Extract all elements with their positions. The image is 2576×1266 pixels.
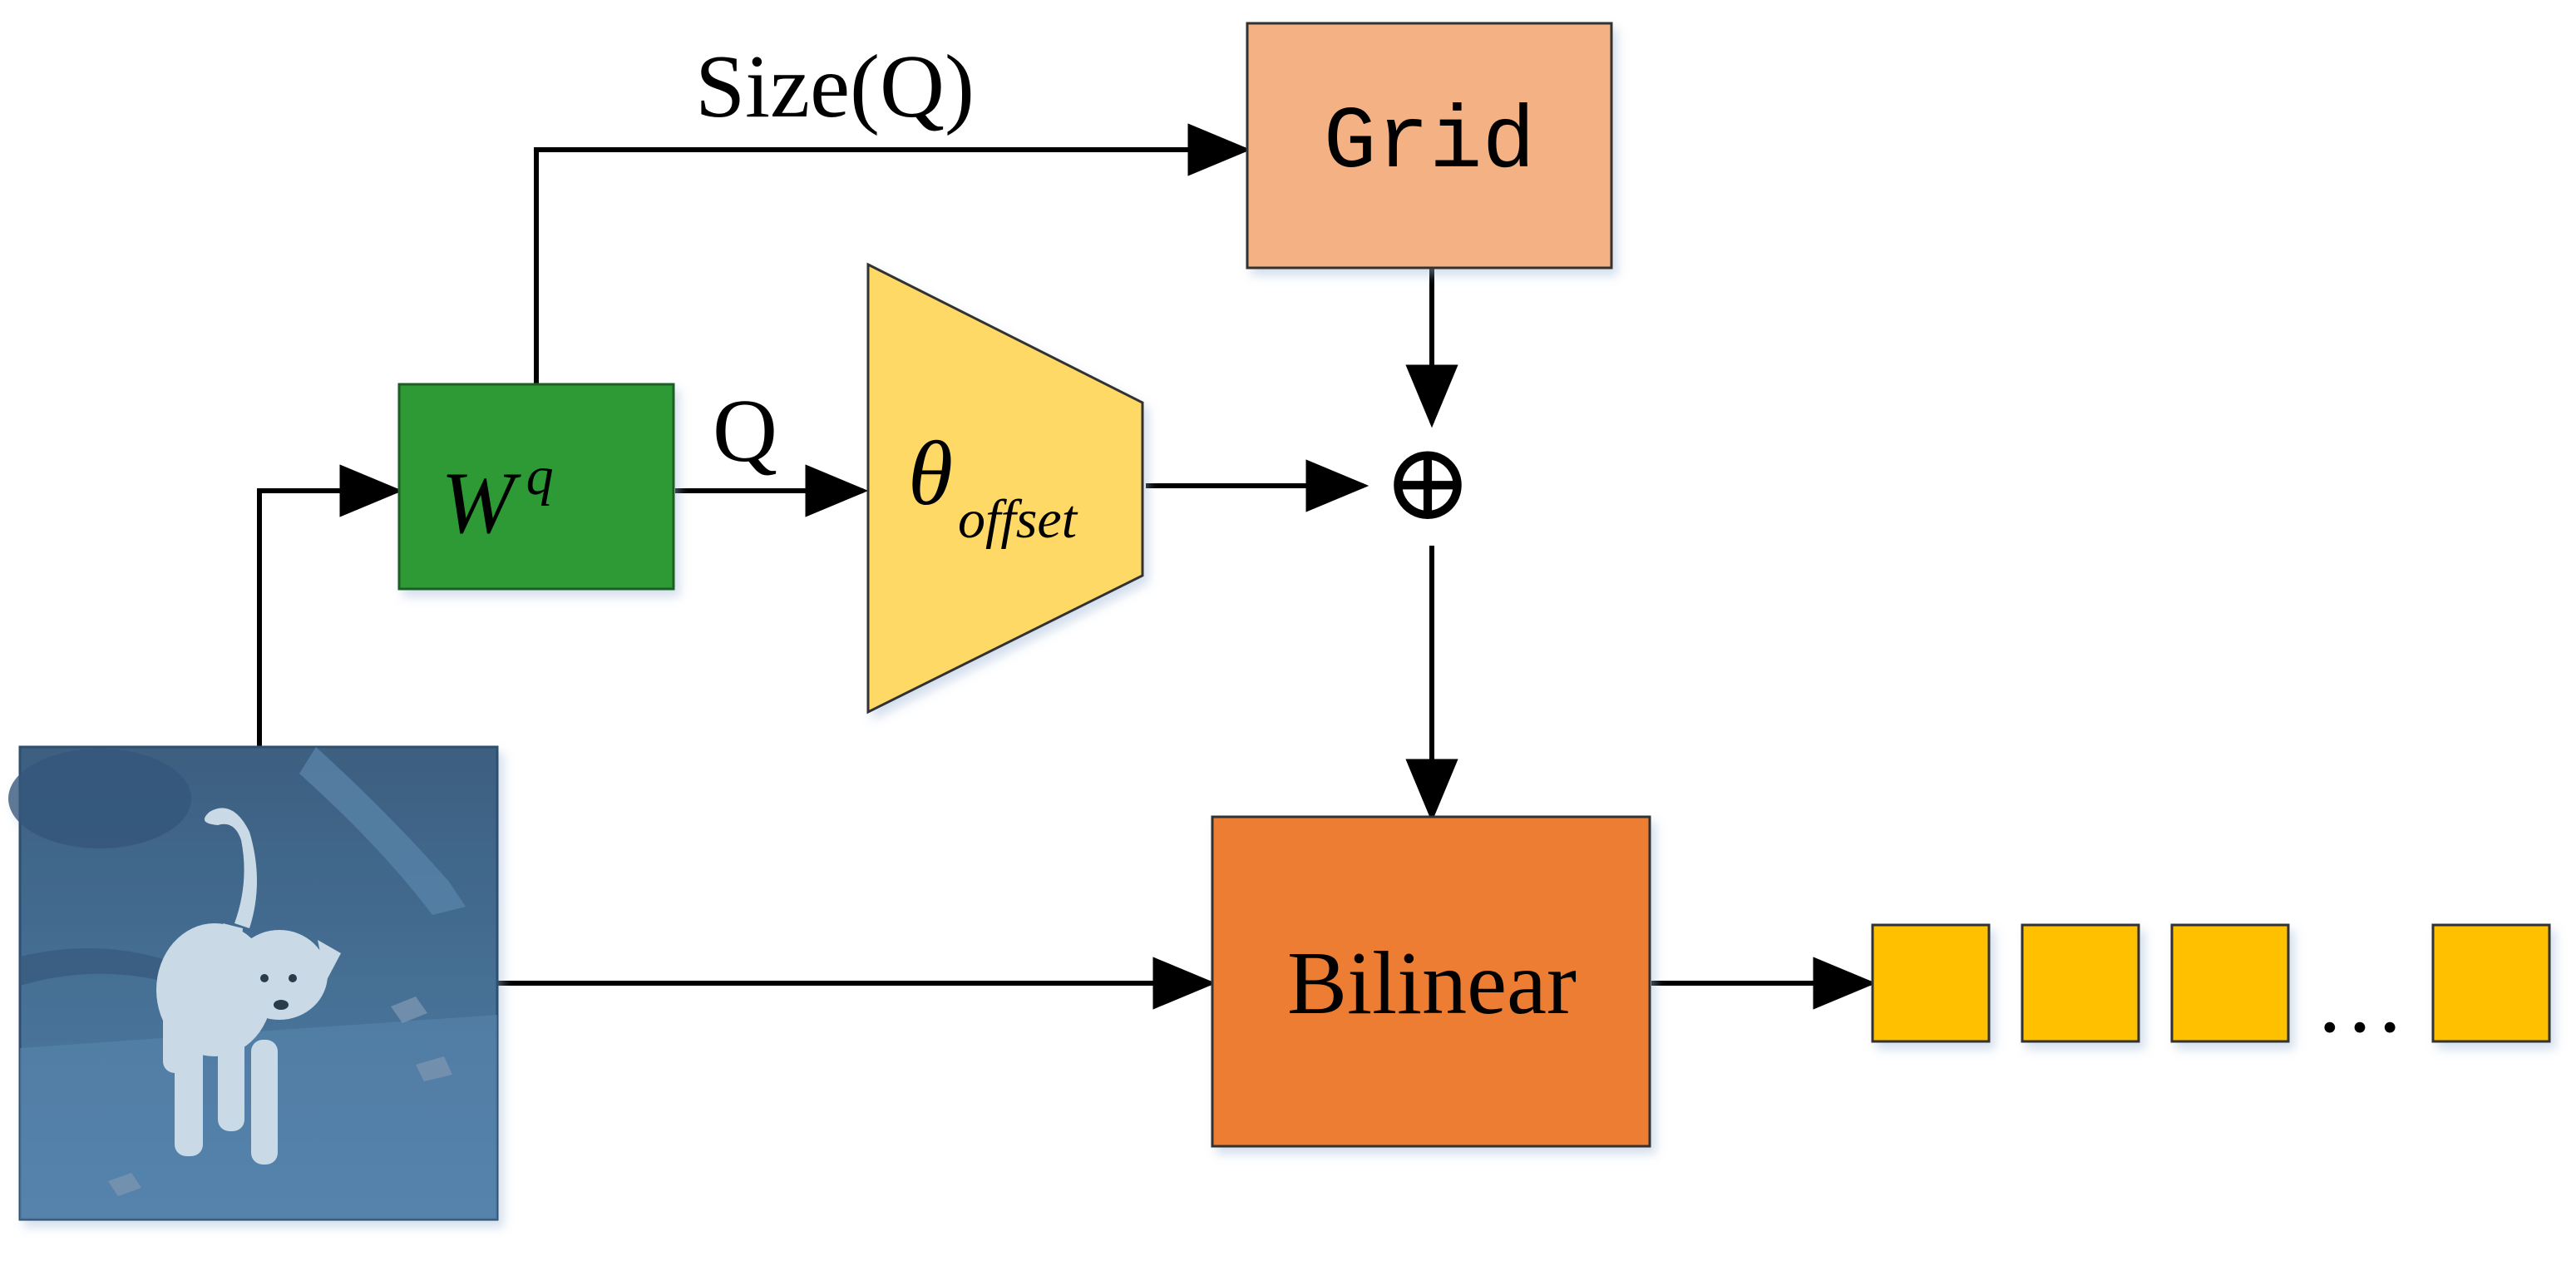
bilinear-box (1211, 815, 1651, 1148)
theta-subscript: offset (958, 489, 1078, 550)
output-tokens (1871, 923, 2551, 1043)
grid-box (1246, 22, 1613, 270)
add-operator-icon: ⊕ (1383, 423, 1473, 543)
puppy-figure (156, 808, 341, 1165)
arrow-wq-to-grid (534, 123, 1251, 384)
bilinear-label: Bilinear (1287, 934, 1577, 1033)
output-token (2431, 923, 2551, 1043)
grid-label: Grid (1324, 93, 1535, 193)
output-token (1871, 923, 1991, 1043)
output-token (2021, 923, 2140, 1043)
theta-offset-label: θoffset (908, 423, 1078, 550)
q-label: Q (713, 382, 777, 481)
wq-projection-box (397, 383, 675, 591)
connectors (257, 123, 1877, 1010)
size-q-label: Size(Q) (695, 37, 975, 136)
arrow-image-to-wq (257, 464, 403, 749)
output-token (2170, 923, 2290, 1043)
wq-superscript: q (526, 446, 554, 507)
input-image (8, 745, 499, 1221)
wq-base: W (441, 454, 521, 551)
tokens-ellipsis: … (2315, 952, 2405, 1051)
theta-offset-trapezoid (866, 262, 1144, 715)
theta-symbol: θ (908, 423, 953, 524)
